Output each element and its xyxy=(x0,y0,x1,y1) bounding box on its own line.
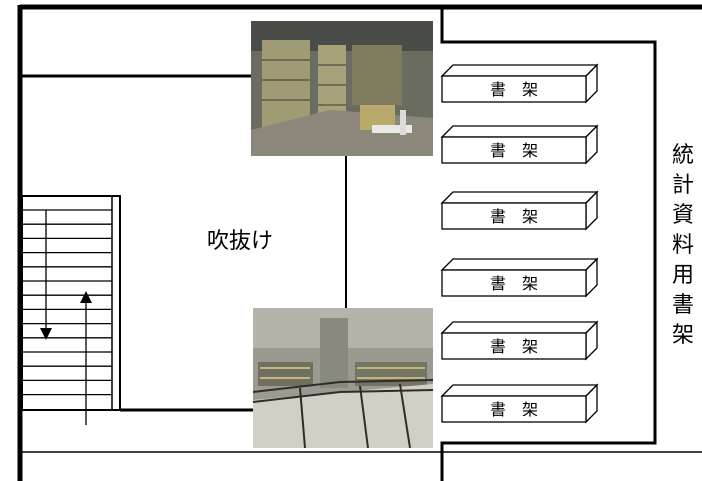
stat-shelf-char: 料 xyxy=(672,233,694,258)
stat-shelf-char: 資 xyxy=(672,203,694,228)
shelf-label: 書 架 xyxy=(490,400,538,419)
shelf: 書 架 xyxy=(440,190,599,231)
void-label: 吹抜け xyxy=(207,229,273,254)
stat-shelf-char: 用 xyxy=(672,263,694,288)
shelf-label: 書 架 xyxy=(490,337,538,356)
stair-frame xyxy=(21,195,121,411)
shelf-label: 書 架 xyxy=(490,207,538,226)
stair-up-arrow xyxy=(80,291,92,303)
stat-shelf-char: 統 xyxy=(672,143,694,168)
shelf: 書 架 xyxy=(440,320,599,361)
shelf-label: 書 架 xyxy=(490,274,538,293)
shelf: 書 架 xyxy=(440,383,599,424)
stat-shelf-room-wall xyxy=(440,7,657,481)
staircase xyxy=(21,195,121,425)
library-stacks-photo xyxy=(251,21,433,156)
walls xyxy=(17,4,702,481)
stat-shelf-char: 計 xyxy=(672,173,694,198)
stat-shelf-char: 書 xyxy=(672,293,694,318)
shelf: 書 架 xyxy=(440,257,599,298)
shelf-group: 書 架書 架書 架書 架書 架書 架 xyxy=(440,63,599,424)
atrium-railing-photo xyxy=(252,308,434,449)
stair-down-arrow xyxy=(40,328,52,340)
shelf-label: 書 架 xyxy=(490,80,538,99)
shelf: 書 架 xyxy=(440,63,599,104)
stair-steps xyxy=(22,209,112,396)
stat-shelf-char: 架 xyxy=(672,323,694,348)
shelf: 書 架 xyxy=(440,124,599,165)
shelf-label: 書 架 xyxy=(490,141,538,160)
